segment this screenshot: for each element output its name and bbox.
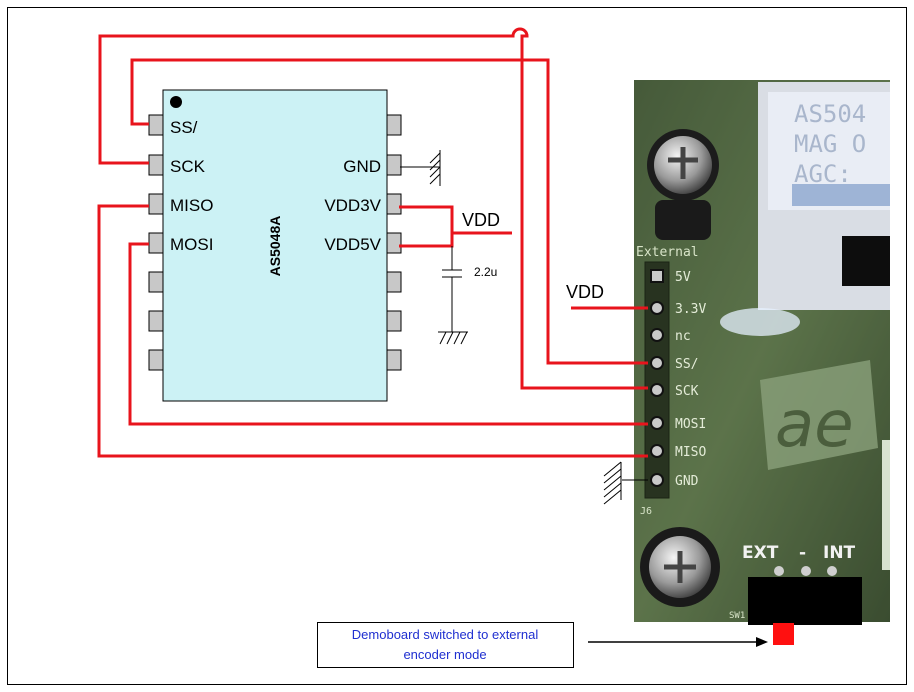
wire-sck	[98, 27, 648, 390]
switch-redaction-block	[748, 577, 862, 625]
wire-miso	[97, 204, 648, 458]
ams-logo-icon: ae	[760, 360, 878, 470]
chip-right-pin-4	[386, 232, 402, 254]
bypass-capacitor	[442, 246, 462, 332]
chip-right-pin-7	[386, 349, 402, 371]
header-pin-6	[650, 416, 664, 430]
chip-left-pin-2	[148, 154, 164, 176]
header-pin-5	[650, 383, 664, 397]
header-pin-label: 5V	[675, 270, 691, 285]
header-pin-label: SCK	[675, 384, 699, 399]
chip-right-pins	[386, 114, 402, 371]
chip-right-pin-3	[386, 193, 402, 215]
header-title: External	[636, 245, 699, 260]
switch-label-dash: -	[799, 543, 806, 563]
header-pin-2	[650, 301, 664, 315]
lcd-line-1: AS504	[794, 100, 866, 128]
ground-symbol-icon	[438, 331, 468, 345]
chip-right-pin-1	[386, 114, 402, 136]
screw-bottom-icon	[640, 527, 720, 607]
pin-label-gnd: GND	[343, 157, 381, 176]
demoboard-photo: AS504 MAG O AGC: External J6 ae EXT	[634, 80, 890, 625]
chip-left-pins	[148, 114, 164, 371]
wire-ss	[130, 58, 648, 365]
chip-left-pin-5	[148, 271, 164, 293]
chip-left-pin-6	[148, 310, 164, 332]
lcd-line-2: MAG O	[794, 130, 866, 158]
header-connector	[644, 261, 670, 499]
switch-id: SW1	[729, 611, 745, 621]
switch-label-ext: EXT	[742, 543, 779, 563]
chip-body	[162, 89, 388, 402]
header-pin-label: GND	[675, 474, 699, 489]
chip-name: AS5048A	[267, 216, 283, 277]
diagram-frame	[7, 7, 907, 685]
switch-position-marker	[773, 623, 794, 645]
pin-label-vdd5v: VDD5V	[324, 235, 381, 254]
ground-symbol-icon	[603, 461, 648, 505]
header-pin-3	[650, 328, 664, 342]
header-pin-label: 3.3V	[675, 302, 706, 317]
callout-arrow-icon	[588, 637, 768, 647]
pin1-dot-icon	[170, 96, 182, 108]
pin-label-vdd3v: VDD3V	[324, 196, 381, 215]
header-pin-4	[650, 356, 664, 370]
header-pin-label: MOSI	[675, 417, 706, 432]
header-pin-8	[650, 473, 664, 487]
chip-left-pin-1	[148, 114, 164, 136]
header-pin-group	[650, 269, 664, 487]
chip-right-pin-5	[386, 271, 402, 293]
header-pin-label: nc	[675, 329, 691, 344]
chip-left-pin-3	[148, 193, 164, 215]
ground-symbol-icon	[400, 150, 441, 186]
callout-line-1: Demoboard switched to external	[352, 627, 539, 642]
switch-label-int: INT	[823, 543, 856, 563]
callout-box	[317, 622, 574, 668]
wire-mosi	[128, 242, 648, 426]
pin-label-ss: SS/	[170, 118, 198, 137]
chip-right-pin-2	[386, 154, 402, 176]
svg-text:ae: ae	[775, 388, 854, 462]
pin-label-miso: MISO	[170, 196, 213, 215]
vdd-label-board: VDD	[566, 282, 604, 302]
lcd-line-3: AGC:	[794, 160, 852, 188]
callout-line-2: encoder mode	[403, 647, 486, 662]
vdd-label-chip: VDD	[462, 210, 500, 230]
screw-top-icon	[647, 129, 719, 240]
chip-left-pin-7	[148, 349, 164, 371]
wire-vdd-chip	[399, 205, 512, 248]
signal-wires	[97, 27, 648, 458]
connector-id: J6	[640, 506, 652, 517]
capacitor-value: 2.2u	[474, 265, 497, 279]
pin-label-mosi: MOSI	[170, 235, 213, 254]
chip-right-pin-6	[386, 310, 402, 332]
header-pin-1	[650, 269, 664, 283]
header-pin-7	[650, 444, 664, 458]
header-pin-label: MISO	[675, 445, 706, 460]
pin-label-sck: SCK	[170, 157, 206, 176]
chip-left-pin-4	[148, 232, 164, 254]
header-pin-label: SS/	[675, 357, 698, 372]
